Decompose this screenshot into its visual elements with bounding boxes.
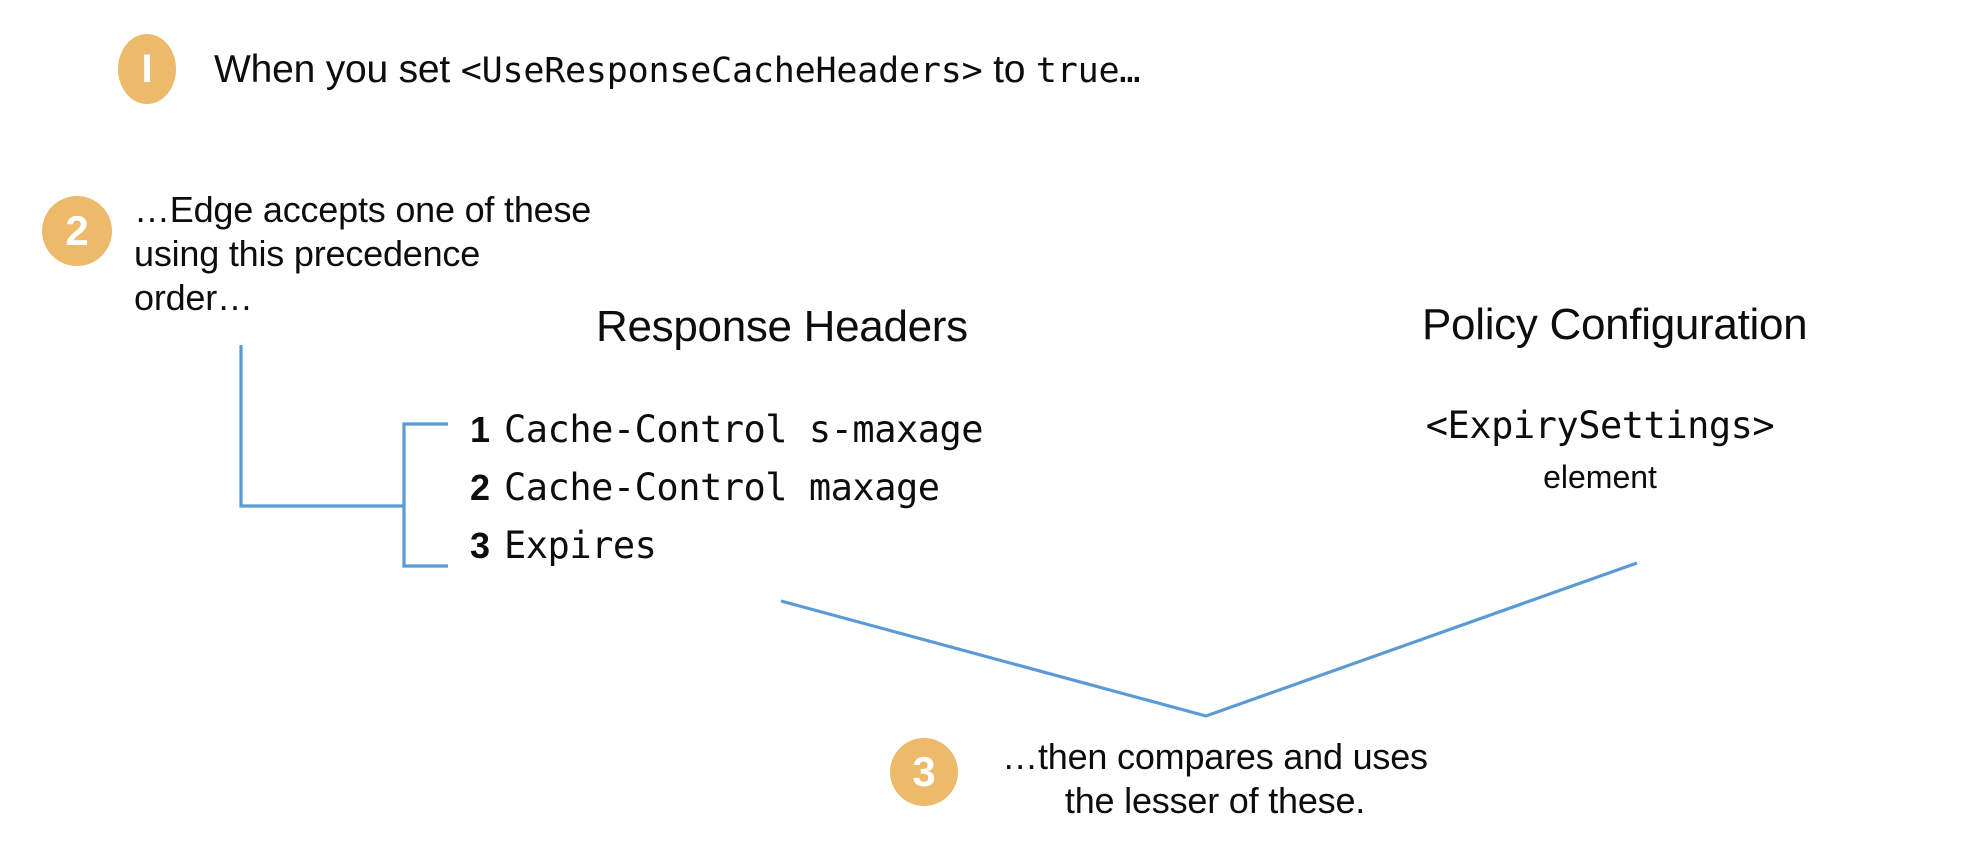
policy-element-kind: element bbox=[1543, 459, 1657, 495]
step-1-text-lead: When you set bbox=[214, 48, 461, 91]
policy-configuration-heading: Policy Configuration bbox=[1422, 300, 1808, 349]
policy-element-name: <ExpirySettings> bbox=[1425, 404, 1775, 447]
precedence-bracket bbox=[402, 422, 448, 568]
precedence-item-2: 2 Cache-Control maxage bbox=[470, 466, 1110, 524]
precedence-name-3: Expires bbox=[504, 524, 657, 567]
policy-element-block: <ExpirySettings> element bbox=[1380, 404, 1820, 496]
precedence-item-3: 3 Expires bbox=[470, 524, 1110, 582]
step-badge-1: I bbox=[118, 34, 176, 104]
precedence-name-1: Cache-Control s-maxage bbox=[504, 408, 984, 451]
step2-elbow-connector bbox=[239, 345, 404, 508]
precedence-rank-1: 1 bbox=[470, 409, 491, 450]
step-3-line-2: the lesser of these. bbox=[1064, 779, 1366, 821]
step-2-line-1: …Edge accepts one of these bbox=[134, 189, 592, 230]
step-1-text: When you set <UseResponseCacheHeaders> t… bbox=[214, 48, 1140, 92]
step-2-line-3: order… bbox=[134, 276, 253, 318]
precedence-item-1: 1 Cache-Control s-maxage bbox=[470, 408, 1110, 466]
step-3-line-1: …then compares and uses bbox=[1002, 736, 1428, 777]
precedence-rank-2: 2 bbox=[470, 467, 491, 508]
precedence-name-2: Cache-Control maxage bbox=[504, 466, 940, 509]
step-2-text: …Edge accepts one of these using this pr… bbox=[134, 188, 654, 320]
step-1-element-token: <UseResponseCacheHeaders> bbox=[460, 51, 983, 91]
step-3-text: …then compares and uses the lesser of th… bbox=[980, 735, 1450, 823]
precedence-rank-3: 3 bbox=[470, 525, 491, 566]
step-badge-3: 3 bbox=[890, 738, 958, 806]
step-1-text-mid: to bbox=[982, 48, 1036, 91]
step-1-value-token: true… bbox=[1035, 51, 1141, 91]
comparison-v-connector bbox=[780, 561, 1638, 718]
precedence-list: 1 Cache-Control s-maxage 2 Cache-Control… bbox=[470, 408, 1110, 582]
response-headers-heading: Response Headers bbox=[596, 302, 968, 351]
step-2-line-2: using this precedence bbox=[134, 232, 481, 274]
step-badge-2: 2 bbox=[42, 196, 112, 266]
